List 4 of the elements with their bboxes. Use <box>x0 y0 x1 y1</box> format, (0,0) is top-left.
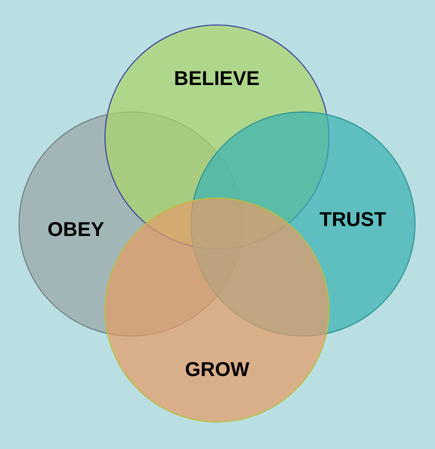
circle-label: BELIEVE <box>174 68 260 90</box>
circle-label: TRUST <box>320 208 386 232</box>
circle-label: GROW <box>185 358 250 382</box>
circle-label: OBEY <box>48 218 104 242</box>
